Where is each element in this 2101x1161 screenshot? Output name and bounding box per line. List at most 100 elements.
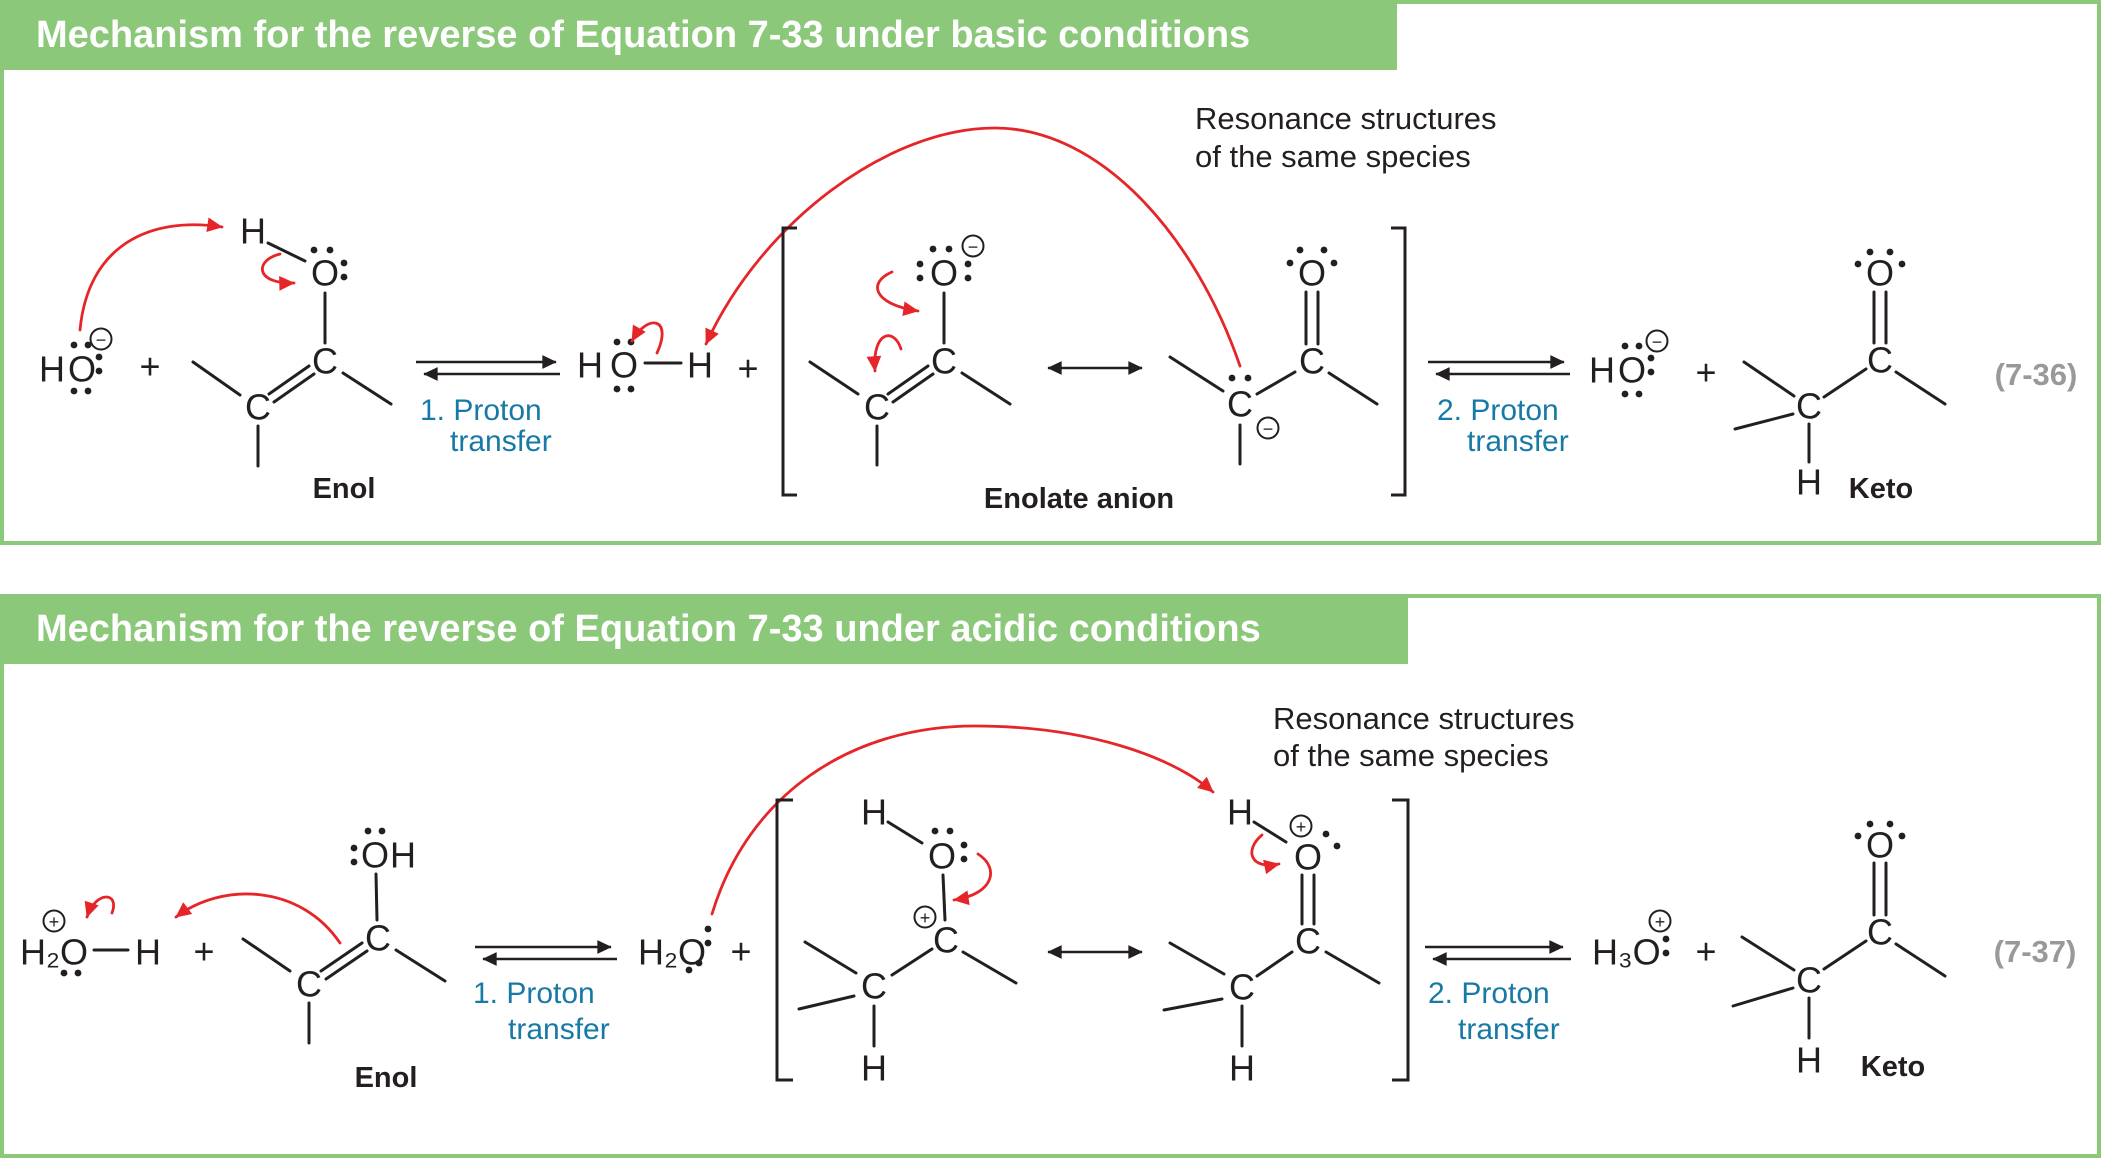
atom-c: C (245, 387, 271, 428)
electron-arrow-oh-bond-to-o (261, 252, 296, 291)
lone-pair-dots (931, 827, 968, 863)
left-bracket (781, 226, 797, 497)
p1-enolate-resonance-1: O − C C (808, 234, 1012, 467)
atom-c: C (1867, 912, 1893, 953)
electron-arrow-oh-bond-to-o (1250, 833, 1281, 875)
plus-sign: + (1695, 352, 1716, 393)
keto-label: Keto (1861, 1051, 1925, 1083)
atom-c: C (931, 341, 957, 382)
step1-label-line1: 1. Proton (420, 394, 542, 427)
p1-hydroxide-reactant: H O − (39, 217, 224, 395)
atom-h: H (1796, 1040, 1822, 1081)
p2-resonance-2: H + O C C H (1162, 792, 1381, 1089)
p2-resonance-1: H O + C C H (797, 792, 1018, 1089)
p2-equilibrium-2: 2. Proton transfer (1425, 940, 1571, 1046)
p2-hydronium-product: H₃O + (1592, 909, 1672, 973)
atom-h: H (240, 211, 266, 252)
step1-label-line2: transfer (450, 425, 552, 458)
p2-water: H₂O (638, 925, 712, 974)
electron-arrow-pi-to-hydronium-h (174, 892, 342, 945)
p2-keto: O C C H Keto (1731, 820, 1947, 1083)
lone-pair-dots (60, 969, 82, 977)
atom-h: H (1589, 350, 1615, 391)
equation-number: (7-37) (1994, 934, 2077, 969)
lone-pair-dots (1662, 935, 1670, 957)
formula-h3o: H₃O (1592, 932, 1661, 973)
panel-acidic-header (0, 594, 1408, 664)
equation-number: (7-36) (1995, 357, 2078, 392)
atom-h: H (1229, 1048, 1255, 1089)
step2-label-line1: 2. Proton (1437, 394, 1559, 427)
atom-o: O (1618, 350, 1646, 391)
minus-charge-badge: − (1256, 416, 1280, 440)
p1-enol: H O C C Enol (191, 211, 393, 505)
plus-charge-badge: + (913, 905, 937, 929)
minus-charge-glyph: − (1263, 419, 1274, 439)
atom-c: C (861, 966, 887, 1007)
atom-o: O (1298, 253, 1326, 294)
atom-o: O (1294, 837, 1322, 878)
formula-h2o: H₂O (20, 932, 88, 973)
enol-label: Enol (355, 1062, 418, 1094)
p2-equilibrium-1: 1. Proton transfer (473, 940, 617, 1046)
atom-c: C (312, 341, 338, 382)
lone-pair-dots (1286, 246, 1338, 267)
atom-c: C (1227, 384, 1253, 425)
lone-pair-dots (1228, 374, 1252, 382)
atom-o: O (930, 253, 958, 294)
keto-label: Keto (1849, 473, 1913, 505)
atom-o: O (311, 253, 339, 294)
atom-h: H (687, 345, 713, 386)
plus-sign: + (139, 346, 160, 387)
atom-o: O (610, 345, 638, 386)
atom-h: H (39, 349, 65, 390)
atom-h: H (390, 835, 416, 876)
step2-label-line2: transfer (1458, 1013, 1560, 1046)
atom-h: H (1227, 792, 1253, 833)
lone-pair-dots (1322, 830, 1341, 850)
right-bracket (1391, 226, 1407, 497)
atom-c: C (933, 920, 959, 961)
atom-c: C (864, 387, 890, 428)
step2-label-line2: transfer (1467, 425, 1569, 458)
atom-c: C (1229, 967, 1255, 1008)
atom-c: C (1796, 386, 1822, 427)
electron-arrow-carbanion-to-water-h (704, 126, 1242, 368)
step1-label-line2: transfer (508, 1013, 610, 1046)
plus-sign: + (1695, 931, 1716, 972)
panel-acidic-title: Mechanism for the reverse of Equation 7-… (36, 608, 1261, 650)
minus-charge-glyph: − (1652, 332, 1663, 352)
atom-h: H (861, 792, 887, 833)
plus-charge-glyph: + (920, 908, 931, 928)
resonance-note-line1: Resonance structures (1273, 701, 1575, 736)
electron-arrow-hydroxide-to-h (78, 217, 224, 332)
electron-arrow-o-lonepair-to-bond (876, 270, 920, 317)
minus-charge-badge: − (961, 234, 985, 258)
enol-label: Enol (313, 473, 376, 505)
panel-acidic-border (0, 594, 2101, 1158)
formula-h2o: H₂O (638, 932, 706, 973)
plus-sign: + (193, 931, 214, 972)
panel-basic-title: Mechanism for the reverse of Equation 7-… (36, 14, 1250, 56)
lone-pair-dots (310, 246, 348, 281)
atom-o: O (1866, 825, 1894, 866)
step1-label-line1: 1. Proton (473, 977, 595, 1010)
atom-h: H (861, 1048, 887, 1089)
plus-charge-badge: + (1648, 909, 1672, 933)
atom-o: O (361, 835, 389, 876)
p1-water: H O H (577, 321, 713, 393)
plus-charge-glyph: + (1655, 912, 1666, 932)
panel-acidic: Mechanism for the reverse of Equation 7-… (0, 594, 2101, 1158)
atom-c: C (365, 918, 391, 959)
plus-sign: + (730, 931, 751, 972)
p1-equilibrium-1: 1. Proton transfer (416, 355, 560, 458)
right-bracket (1392, 798, 1410, 1082)
minus-charge-badge: − (1645, 329, 1669, 353)
atom-o: O (928, 836, 956, 877)
lone-pair-dots (1621, 342, 1655, 398)
plus-charge-glyph: + (1296, 817, 1307, 837)
minus-charge-glyph: − (96, 330, 107, 350)
atom-c: C (296, 964, 322, 1005)
plus-sign: + (737, 348, 758, 389)
